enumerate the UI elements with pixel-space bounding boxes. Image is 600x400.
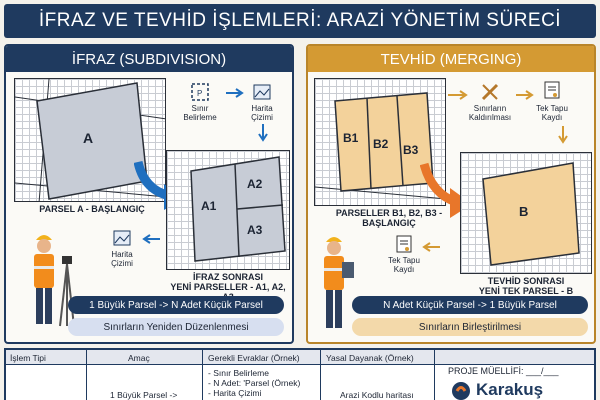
arrow-right-amber-icon-2: [516, 90, 534, 100]
map-icon-2: [112, 228, 132, 248]
parcel-a3-label: A3: [247, 223, 263, 237]
merged-parcel-map: B: [460, 152, 592, 274]
ifraz-summary-pill: 1 Büyük Parsel -> N Adet Küçük Parsel: [68, 296, 284, 314]
step-boundary-label: Sınır Belirleme: [183, 104, 217, 122]
parcel-a-label: A: [83, 130, 94, 146]
remove-boundary-icon: [480, 82, 500, 102]
arrow-left-icon: [142, 234, 160, 244]
row1-amac: 1 Büyük Parsel ->: [110, 390, 178, 400]
process-table: İşlem Tipi Amaç Gerekli Evraklar (Örnek)…: [4, 348, 596, 400]
svg-text:P: P: [197, 89, 202, 98]
ifraz-after-label: İFRAZ SONRASI: [192, 272, 263, 282]
table-header-row: [6, 350, 594, 365]
header-islem-tipi: İşlem Tipi: [10, 353, 46, 363]
tevhid-heading: TEVHİD (MERGING): [308, 46, 594, 72]
step-deed-label-2: Tek Tapu Kaydı: [388, 256, 420, 274]
parcel-b2-label: B2: [373, 137, 389, 151]
tevhid-new-parcel-label: YENİ TEK PARSEL - B: [478, 286, 574, 296]
parcel-a-start-label: PARSEL A - BAŞLANGIÇ: [39, 204, 145, 214]
parcel-b3-label: B3: [403, 143, 419, 157]
step-deed-label: Tek Tapu Kaydı: [536, 104, 568, 122]
surveyor-worker-icon: [34, 235, 75, 327]
project-author: PROJE MÜELLİFİ: ___/___: [448, 366, 559, 376]
company-logo-icon: [452, 382, 470, 400]
arrow-down-icon: [258, 124, 268, 142]
boundary-icon: P: [190, 82, 210, 102]
ifraz-heading: İFRAZ (SUBDIVISION): [6, 46, 292, 72]
tevhid-note-pill: Sınırların Birleştirilmesi: [352, 318, 588, 336]
deed-icon: [542, 80, 562, 100]
ifraz-panel: İFRAZ (SUBDIVISION) A PARSEL A - BAŞLANG…: [4, 44, 294, 344]
page-title: İFRAZ VE TEVHİD İŞLEMLERİ: ARAZİ YÖNETİM…: [4, 4, 596, 38]
parcel-b1-label: B1: [343, 131, 359, 145]
row1-yasal: Arazi Kodlu haritası: [340, 390, 414, 400]
header-amac: Amaç: [128, 353, 150, 363]
row1-evrak-2: - N Adet: 'Parsel (Örnek): [208, 378, 301, 388]
step-remove-boundary-label: Sınırların Kaldırılması: [468, 104, 512, 122]
arrow-right-icon: [226, 88, 244, 98]
parcel-b-label: B: [519, 204, 529, 219]
header-evraklar: Gerekli Evraklar (Örnek): [208, 353, 300, 363]
parcels-b-map: B1 B2 B3: [314, 78, 446, 206]
parcels-b-start-label: PARSELLER B1, B2, B3 - BAŞLANGIÇ: [335, 208, 443, 228]
company-name: Karakuş: [476, 380, 544, 399]
ifraz-result-map: A1 A2 A3: [166, 150, 290, 270]
ifraz-note-pill: Sınırların Yeniden Düzenlenmesi: [68, 318, 284, 336]
header-yasal: Yasal Dayanak (Örnek): [326, 353, 414, 363]
step-map-label: Harita Çizimi: [251, 104, 273, 122]
arrow-right-amber-icon: [448, 90, 468, 100]
map-icon: [252, 82, 272, 102]
row1-evrak-1: - Sınır Belirleme: [208, 368, 269, 378]
project-box: PROJE MÜELLİFİ: ___/___ Karakuş: [438, 350, 596, 400]
clerk-worker-icon: [324, 237, 354, 328]
parcel-a1-label: A1: [201, 199, 217, 213]
tevhid-after-label: TEVHİD SONRASI: [487, 276, 565, 286]
step-map-label-2: Harita Çizimi: [111, 250, 133, 268]
tevhid-panel: TEVHİD (MERGING) B1 B2 B3 PARSELLER B1, …: [306, 44, 596, 344]
arrow-left-amber-icon: [422, 242, 440, 252]
tevhid-summary-pill: N Adet Küçük Parsel -> 1 Büyük Parsel: [352, 296, 588, 314]
deed-icon-2: [394, 234, 414, 254]
parcel-a2-label: A2: [247, 177, 263, 191]
row1-evrak-3: - Harita Çizimi: [208, 388, 262, 398]
arrow-down-amber-icon: [558, 126, 568, 144]
